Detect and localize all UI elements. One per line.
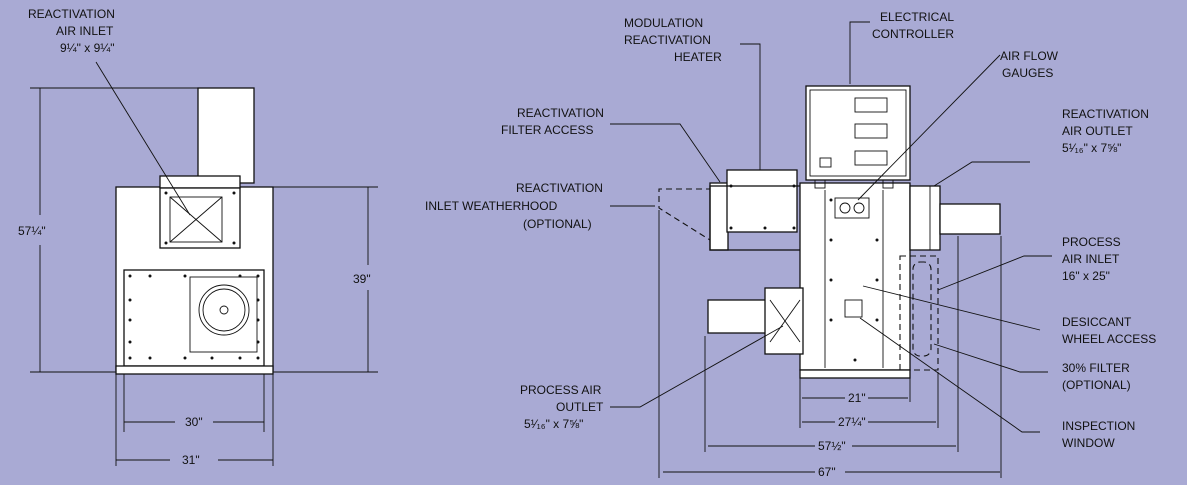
label-controller-2: CONTROLLER <box>872 27 954 41</box>
leader-filter-access <box>610 123 721 183</box>
label-reactivation-air-inlet-2: AIR INLET <box>56 24 114 38</box>
dim-left-body-height: 39" <box>353 272 371 286</box>
label-gauges-1: AIR FLOW <box>1000 49 1059 63</box>
left-panel-screws <box>128 191 260 360</box>
fan-hub <box>219 305 229 315</box>
label-desiccant-1: DESICCANT <box>1062 315 1132 329</box>
label-modulation-1: MODULATION <box>624 16 703 30</box>
inspection-window <box>844 299 863 318</box>
label-inspection-1: INSPECTION <box>1062 419 1135 433</box>
label-reactivation-outlet-2: AIR OUTLET <box>1062 124 1133 138</box>
label-process-inlet-2: AIR INLET <box>1062 252 1120 266</box>
label-process-outlet-1: PROCESS AIR <box>520 383 602 397</box>
leader-process-inlet <box>937 255 1052 291</box>
gauge-2 <box>853 202 865 214</box>
label-weatherhood-2: INLET WEATHERHOOD <box>425 199 558 213</box>
right-panel-screws <box>729 184 879 362</box>
process-section <box>799 182 911 371</box>
process-outlet-blower <box>764 287 804 355</box>
right-unit-view <box>610 21 1052 478</box>
air-flow-gauges-panel <box>834 197 870 219</box>
label-reactivation-air-inlet-1: REACTIVATION <box>28 7 115 21</box>
dim-left-width-outer: 31" <box>182 453 200 467</box>
process-outlet-duct <box>707 299 767 334</box>
left-unit-view <box>30 61 378 466</box>
dim-right-21: 21" <box>848 391 866 405</box>
label-process-inlet-1: PROCESS <box>1062 235 1121 249</box>
process-inlet-outline <box>899 255 939 371</box>
dim-left-width-inner: 30" <box>185 415 203 429</box>
reactivation-inlet-duct <box>709 182 729 251</box>
fan-housing <box>189 276 258 353</box>
label-process-inlet-3: 16" x 25" <box>1062 269 1110 283</box>
label-filter30-1: 30% FILTER <box>1062 361 1130 375</box>
controller-display-1 <box>854 97 888 113</box>
access-panel <box>123 269 265 367</box>
label-weatherhood-3: (OPTIONAL) <box>523 217 592 231</box>
leader-heater <box>740 43 761 170</box>
label-filter30-2: (OPTIONAL) <box>1062 378 1131 392</box>
right-base <box>799 369 911 379</box>
controller-switch <box>819 157 832 168</box>
leader-process-outlet <box>610 325 784 408</box>
heater-box <box>726 169 798 233</box>
dim-left-height: 57¼" <box>18 224 46 238</box>
gauge-1 <box>839 202 851 214</box>
reactivation-blower <box>197 87 255 184</box>
controller-display-2 <box>854 123 888 139</box>
label-gauges-2: GAUGES <box>1002 66 1053 80</box>
electrical-controller-box <box>805 85 911 181</box>
label-filter-access-2: FILTER ACCESS <box>501 123 593 137</box>
label-process-outlet-3: 5¹⁄₁₆" x 7⅝" <box>524 417 583 431</box>
reactivation-outlet-blower <box>909 185 941 251</box>
reactivation-inlet-box <box>159 187 241 249</box>
fan-outer-ring <box>198 284 250 336</box>
label-reactivation-air-inlet-3: 9¼" x 9¼" <box>60 41 115 55</box>
leader-desiccant <box>862 285 1041 331</box>
leader-reactivation-outlet <box>933 161 1030 187</box>
dim-right-67: 67" <box>818 465 836 479</box>
label-reactivation-outlet-1: REACTIVATION <box>1062 107 1149 121</box>
reactivation-outlet-duct <box>939 203 1001 235</box>
label-weatherhood-1: REACTIVATION <box>516 181 603 195</box>
label-process-outlet-2: OUTLET <box>556 400 604 414</box>
controller-display-3 <box>854 150 888 166</box>
inlet-opening <box>169 196 223 243</box>
dim-right-57: 57½" <box>818 439 846 453</box>
weatherhood-outline <box>658 188 712 241</box>
left-base <box>115 365 274 375</box>
label-filter-access-1: REACTIVATION <box>517 106 604 120</box>
label-modulation-2: REACTIVATION <box>624 33 711 47</box>
leader-inspection <box>859 317 1040 433</box>
filter-30-outline <box>912 261 932 357</box>
label-controller-1: ELECTRICAL <box>880 10 954 24</box>
dim-right-27: 27¼" <box>838 415 866 429</box>
leader-filter-30 <box>933 343 1048 373</box>
leader-controller <box>849 21 870 84</box>
label-modulation-3: HEATER <box>674 50 722 64</box>
label-desiccant-2: WHEEL ACCESS <box>1062 332 1156 346</box>
label-reactivation-outlet-3: 5¹⁄₁₆" x 7⅝" <box>1062 141 1121 155</box>
leader-gauges <box>857 54 1001 201</box>
label-inspection-2: WINDOW <box>1062 436 1115 450</box>
